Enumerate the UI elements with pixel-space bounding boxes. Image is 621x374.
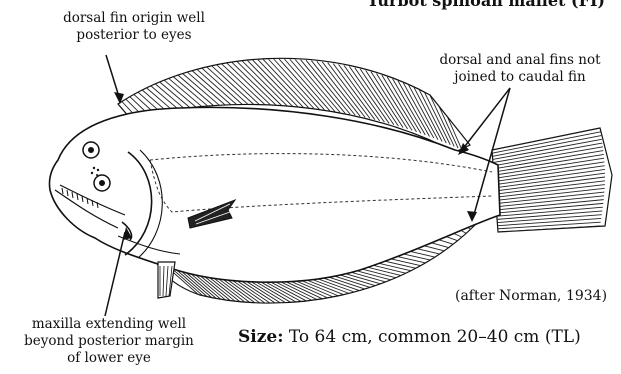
- label-maxilla: maxilla extending well beyond posterior …: [4, 316, 214, 367]
- label-dorsal-fin-origin: dorsal fin origin well posterior to eyes: [34, 10, 234, 44]
- size-label: Size:: [238, 327, 283, 347]
- label-line: posterior to eyes: [34, 27, 234, 44]
- size-info: Size: To 64 cm, common 20–40 cm (TL): [238, 327, 581, 347]
- label-line: maxilla extending well: [4, 316, 214, 333]
- label-line: joined to caudal fin: [420, 69, 620, 86]
- label-line: dorsal and anal fins not: [420, 52, 620, 69]
- figure-credit: (after Norman, 1934): [455, 288, 607, 305]
- label-line: dorsal fin origin well: [34, 10, 234, 27]
- label-line: beyond posterior margin: [4, 333, 214, 350]
- caudal-fin: [492, 128, 612, 232]
- label-fins-not-joined: dorsal and anal fins not joined to cauda…: [420, 52, 620, 86]
- size-text: To 64 cm, common 20–40 cm (TL): [289, 327, 581, 347]
- label-line: of lower eye: [4, 350, 214, 367]
